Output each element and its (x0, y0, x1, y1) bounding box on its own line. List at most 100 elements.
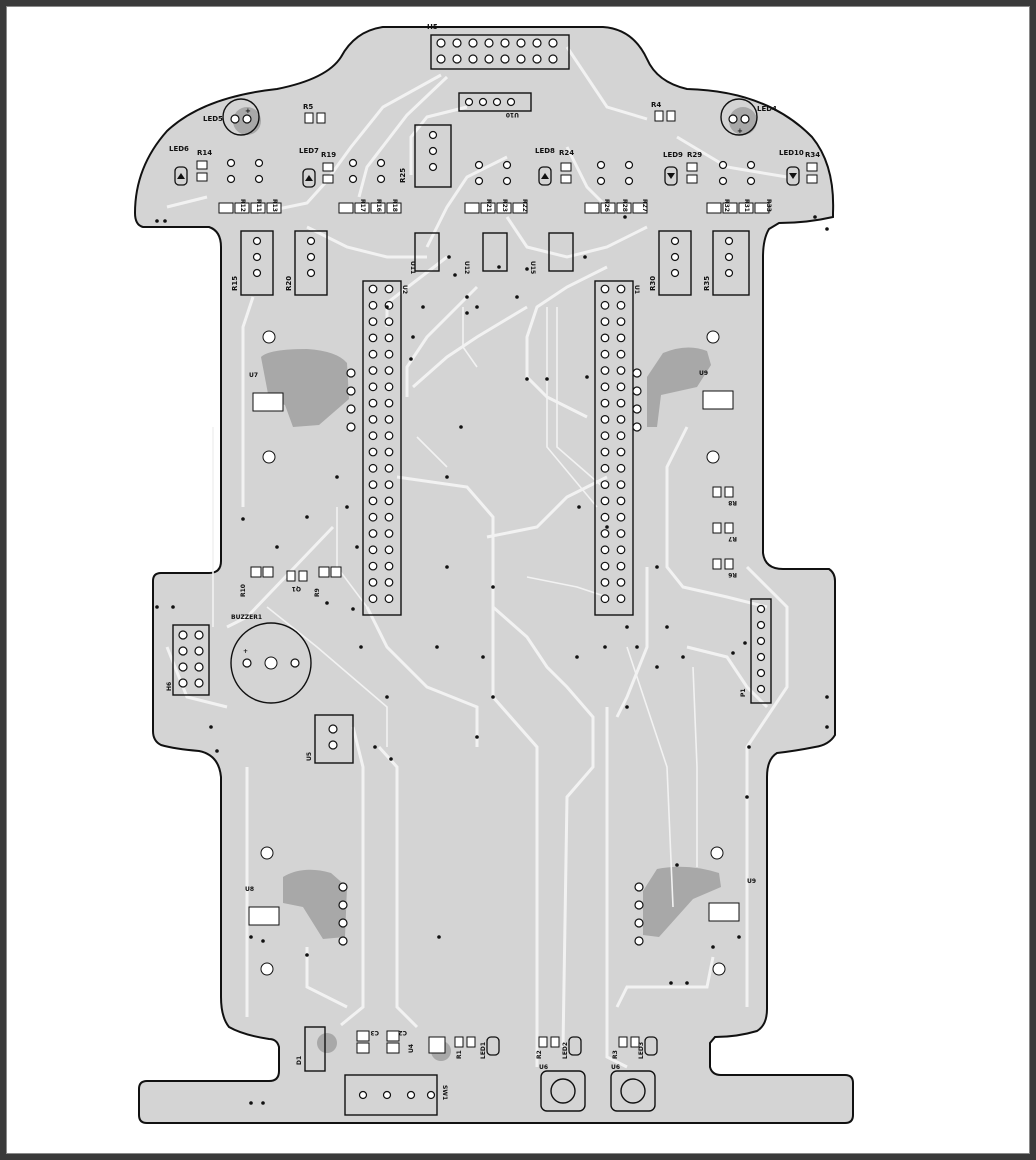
u2-pin (368, 333, 378, 343)
sensor-pin (226, 158, 236, 168)
via (155, 605, 159, 609)
connector-r35 (712, 230, 750, 296)
u2-pin (368, 415, 378, 424)
u2-pin (384, 578, 394, 587)
label-r19: R19 (321, 151, 336, 159)
label-r6: R6 (728, 571, 737, 578)
u1-pin (616, 382, 626, 392)
via (481, 655, 485, 659)
via (385, 695, 389, 699)
through-hole-pads (178, 38, 766, 1100)
via (437, 935, 441, 939)
label-u1: U1 (633, 285, 640, 294)
p1-pin (756, 668, 766, 678)
via (261, 1101, 265, 1105)
connector-pin (252, 252, 262, 262)
label-led4-plus: + (737, 127, 743, 135)
label-u2: U2 (401, 285, 408, 294)
sensor-pin (502, 160, 512, 170)
label-r3: R3 (612, 1050, 619, 1059)
label-led5-plus: + (245, 107, 251, 115)
tact-u6 (610, 1070, 656, 1112)
u9-pin (338, 936, 348, 946)
via (359, 645, 363, 649)
label-r31: R31 (743, 199, 750, 212)
sensor-pin (348, 174, 358, 184)
h5-pin (516, 54, 526, 64)
u2-pin (384, 529, 394, 538)
h5-pin (500, 38, 510, 48)
led5-pin (242, 114, 252, 124)
u15-outline (414, 232, 440, 272)
u2-pin (368, 594, 378, 604)
h6-pin (194, 630, 204, 640)
via (545, 377, 549, 381)
via (351, 607, 355, 611)
header-u12 (458, 92, 532, 112)
h5-pin (532, 54, 542, 64)
via (249, 1101, 253, 1105)
via (681, 655, 685, 659)
label-r9: R9 (314, 588, 321, 597)
u2-pin (384, 496, 394, 506)
u8-pin (346, 386, 356, 396)
led-symbols (174, 166, 800, 1056)
u9-pin (338, 882, 348, 892)
h5-pin (516, 38, 526, 48)
u1-pin (616, 349, 626, 359)
via (411, 335, 415, 339)
u1-pin (600, 431, 610, 441)
u1-pin (600, 284, 610, 294)
label-r26: R26 (603, 199, 610, 212)
buzzer1-body (230, 622, 312, 704)
via (215, 749, 219, 753)
label-r14: R14 (197, 149, 212, 157)
h5-pin (468, 38, 478, 48)
tact-u7 (540, 1070, 586, 1112)
u2-pin (368, 349, 378, 359)
u10-pin (634, 918, 644, 928)
via (737, 935, 741, 939)
h6-pin (178, 662, 188, 672)
sw1-pin (406, 1090, 416, 1100)
u1-pin (600, 463, 610, 473)
via (813, 215, 817, 219)
connector-r15 (240, 230, 274, 296)
traces (165, 46, 789, 1069)
h6-pin (178, 678, 188, 688)
connector-p1 (750, 598, 772, 704)
u2-pin (384, 545, 394, 555)
sw1-pin (382, 1090, 392, 1100)
sensor-pin (746, 160, 756, 170)
u1-pin (616, 578, 626, 587)
sensor-pin (376, 158, 386, 168)
u1-pin (616, 545, 626, 555)
connector-pin (306, 252, 316, 262)
via (389, 757, 393, 761)
via (459, 425, 463, 429)
via (261, 939, 265, 943)
label-h6: H6 (166, 682, 173, 691)
sensor-pin (718, 176, 728, 186)
u8-pin (346, 368, 356, 378)
via (373, 745, 377, 749)
label-r33: R33 (765, 199, 772, 212)
u1-pin (600, 447, 610, 457)
u22-outline (548, 232, 574, 272)
via (625, 705, 629, 709)
led5-body (222, 98, 260, 136)
label-r27: R27 (641, 199, 648, 212)
connector-pin (252, 268, 262, 278)
via (575, 655, 579, 659)
u2-pin (368, 317, 378, 327)
connector-pin (252, 236, 262, 246)
label-u6: U6 (611, 1064, 620, 1071)
label-r12: R12 (239, 199, 246, 212)
h5-pin (468, 54, 478, 64)
u1-pin (600, 578, 610, 587)
u2-pin (368, 366, 378, 375)
label-buzzer-plus: + (243, 648, 248, 655)
p1-pin (756, 652, 766, 662)
connector-r20 (294, 230, 328, 296)
connector-pin (428, 146, 438, 156)
